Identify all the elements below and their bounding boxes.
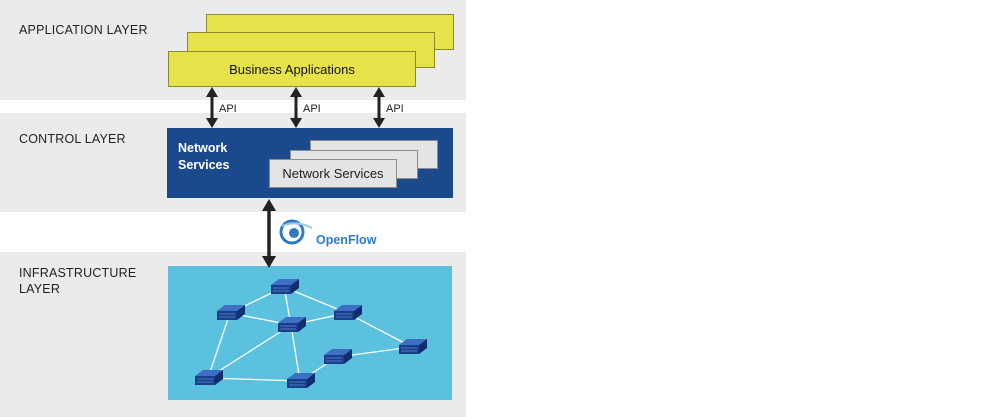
- switch-icon: [216, 304, 246, 321]
- infrastructure-layer-label: INFRASTRUCTURE LAYER: [19, 265, 136, 297]
- api-arrowheads: [206, 87, 385, 128]
- network-services-title-line2: Services: [178, 158, 230, 172]
- network-services-title: Network Services: [178, 140, 258, 174]
- business-applications-label: Business Applications: [229, 61, 355, 77]
- switch-icon: [323, 348, 353, 365]
- openflow-label: OpenFlow: [316, 233, 377, 247]
- switch-icon: [333, 304, 363, 321]
- infrastructure-label-line1: INFRASTRUCTURE: [19, 266, 137, 280]
- switch-icon: [277, 316, 307, 333]
- api-arrow-1-up-head: [206, 87, 218, 97]
- api-label-2: API: [303, 103, 321, 115]
- infrastructure-label-line2: LAYER: [19, 282, 61, 296]
- openflow-arrow-up-head: [262, 199, 276, 211]
- api-label-1: API: [219, 103, 237, 115]
- api-label-3: API: [386, 103, 404, 115]
- api-arrow-1-down-head: [206, 118, 218, 128]
- network-services-box-front: Network Services: [269, 159, 397, 188]
- application-layer-label: APPLICATION LAYER: [19, 23, 148, 37]
- business-app-box-front: Business Applications: [168, 51, 416, 87]
- api-arrow-3-down-head: [373, 118, 385, 128]
- control-layer-label: CONTROL LAYER: [19, 132, 126, 146]
- api-arrow-2-down-head: [290, 118, 302, 128]
- api-arrow-2-up-head: [290, 87, 302, 97]
- switch-icon: [194, 369, 224, 386]
- openflow-arrow-down-head: [262, 256, 276, 268]
- network-services-label: Network Services: [282, 166, 384, 181]
- switch-icon: [398, 338, 428, 355]
- api-arrows: [210, 94, 381, 120]
- openflow-logo-icon: [279, 219, 313, 245]
- switch-icon: [286, 372, 316, 389]
- network-switches: [194, 278, 428, 389]
- network-links: [207, 286, 413, 382]
- network-services-title-line1: Network: [178, 141, 228, 155]
- api-arrow-3-up-head: [373, 87, 385, 97]
